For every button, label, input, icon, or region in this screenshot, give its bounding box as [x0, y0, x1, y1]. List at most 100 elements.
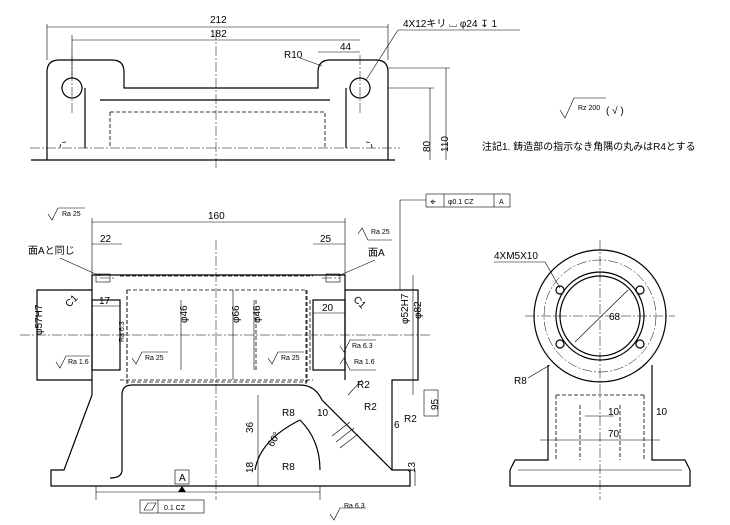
- r8-b: R8: [282, 462, 295, 473]
- gdt-frame: [425, 193, 511, 208]
- thread-callout: 4XM5X10: [494, 251, 538, 262]
- r2-b: R2: [364, 402, 377, 413]
- ra-63-b: Ra 6.3: [352, 343, 373, 350]
- top-view: 212 182 44 R10 4X12キリ ⌴ φ24 ↧ 1 80 110: [30, 15, 520, 170]
- dim-17: 17: [99, 296, 111, 307]
- dim-44: 44: [340, 42, 352, 53]
- ra-25-a: Ra 25: [62, 211, 81, 218]
- side-r8: R8: [514, 376, 527, 387]
- dim-182: 182: [210, 29, 227, 40]
- dim-95-box: [423, 389, 439, 417]
- dim-68: 68: [609, 312, 621, 323]
- roughness-symbol: [267, 351, 304, 365]
- dim-36: 36: [245, 421, 256, 433]
- dim-110: 110: [440, 136, 451, 152]
- side-view-thread-1: [555, 285, 565, 295]
- flatness-frame: [139, 499, 205, 514]
- dim-80: 80: [422, 140, 433, 152]
- angle-60: 60°: [266, 430, 283, 449]
- notes: Rz 200 ( √ ) 注記1. 鋳造部の指示なき角隅の丸みはR4とする: [482, 97, 696, 153]
- datum-a: A: [179, 473, 186, 484]
- note-1: 注記1. 鋳造部の指示なき角隅の丸みはR4とする: [482, 140, 696, 153]
- datum-triangle: [178, 486, 186, 492]
- dia-82: φ82: [413, 301, 424, 319]
- top-view-outline: [46, 59, 389, 160]
- leader-hole-callout: [365, 29, 399, 81]
- gdt-position-icon: ⌖: [430, 197, 436, 208]
- surface-symbol: [559, 97, 606, 119]
- dim-212: 212: [210, 15, 227, 26]
- dia-52h7: φ52H7: [400, 293, 411, 324]
- thread-leader: [544, 261, 561, 289]
- hole-callout: 4X12キリ ⌴ φ24 ↧ 1: [403, 19, 497, 30]
- dim-6: 6: [394, 420, 400, 431]
- top-view-hidden-fillets: [59, 141, 373, 149]
- dia-46-left: φ46: [179, 305, 190, 323]
- dim-line-68: [574, 289, 629, 343]
- chamfer-right: C1: [351, 294, 368, 311]
- leader-side-r8: [527, 364, 551, 379]
- dim-70: 70: [608, 429, 620, 440]
- dim-13: 13: [407, 461, 418, 473]
- side-view-thread-4: [635, 339, 645, 349]
- front-view-rib-left: [109, 395, 123, 479]
- side-view-pedestal: [509, 365, 691, 487]
- leader-face-a: [337, 259, 376, 277]
- ra-25-d: Ra 25: [281, 355, 300, 362]
- face-a-same-label: 面Aと同じ: [28, 245, 75, 257]
- leader-face-a-same: [59, 257, 101, 277]
- dim-95: 95: [430, 398, 441, 410]
- top-view-hidden-pocket: [109, 111, 326, 148]
- front-view-body-outline: [36, 274, 419, 487]
- ra-16-b: Ra 1.6: [354, 359, 375, 366]
- flatness-icon: [143, 502, 157, 511]
- front-view-hidden-inner: [126, 289, 308, 383]
- ra-25-c: Ra 25: [145, 355, 164, 362]
- roughness-symbol: [339, 357, 376, 371]
- dia-66: φ66: [231, 305, 242, 323]
- gdt-tolerance: φ0.1 CZ: [448, 199, 474, 206]
- datum-a-box: [174, 469, 190, 485]
- dim-18: 18: [245, 461, 256, 473]
- r2-c: R2: [404, 414, 417, 425]
- front-view-r8-curve-2: [254, 419, 301, 471]
- side-view-thread-3: [555, 339, 565, 349]
- side-view: 68 4XM5X10 R8 10 10 70: [494, 240, 691, 500]
- roughness-symbol: [55, 355, 90, 369]
- ra-63-c: Ra 6.3: [344, 503, 365, 510]
- r2-a: R2: [357, 380, 370, 391]
- dim-160: 160: [208, 211, 225, 222]
- chamfer-left: C1: [64, 293, 81, 310]
- face-a-label: 面A: [368, 248, 385, 259]
- front-view-r8-curve: [299, 419, 321, 471]
- surface-symbol-paren: ( √ ): [606, 105, 624, 117]
- dim-10: 10: [317, 408, 329, 419]
- gdt-datum: A: [499, 199, 504, 206]
- front-view-rib: [121, 384, 393, 471]
- dim-22: 22: [100, 234, 112, 245]
- roughness-symbol: [131, 351, 168, 365]
- ra-25-b: Ra 25: [371, 229, 390, 236]
- front-view-hidden-cavity: [120, 275, 313, 385]
- dim-10-left: 10: [608, 407, 620, 418]
- leader-r10: [299, 57, 323, 67]
- side-view-hidden: [555, 394, 645, 460]
- flatness-tolerance: 0.1 CZ: [164, 505, 186, 512]
- front-view-section-hatch: [331, 421, 359, 449]
- dia-46-right: φ46: [252, 305, 263, 323]
- dia-57h7: φ57H7: [34, 304, 45, 335]
- threaded-hole-right-body: [325, 273, 341, 283]
- ra-16-a: Ra 1.6: [68, 359, 89, 366]
- radius-r10: R10: [284, 50, 303, 61]
- roughness-symbols: Ra 25 Ra 25 Ra 25 Ra 25 Ra 6.3 Ra 6.3 Ra…: [47, 207, 392, 521]
- ra-63-a: Ra 6.3: [119, 321, 126, 342]
- side-view-thread-2: [635, 285, 645, 295]
- dim-25: 25: [320, 234, 332, 245]
- r8-a: R8: [282, 408, 295, 419]
- roughness-symbol: [329, 507, 366, 521]
- dim-10-right: 10: [656, 407, 668, 418]
- roughness-symbol: [339, 339, 376, 353]
- dim-20: 20: [322, 303, 334, 314]
- surface-symbol-value: Rz 200: [578, 105, 600, 112]
